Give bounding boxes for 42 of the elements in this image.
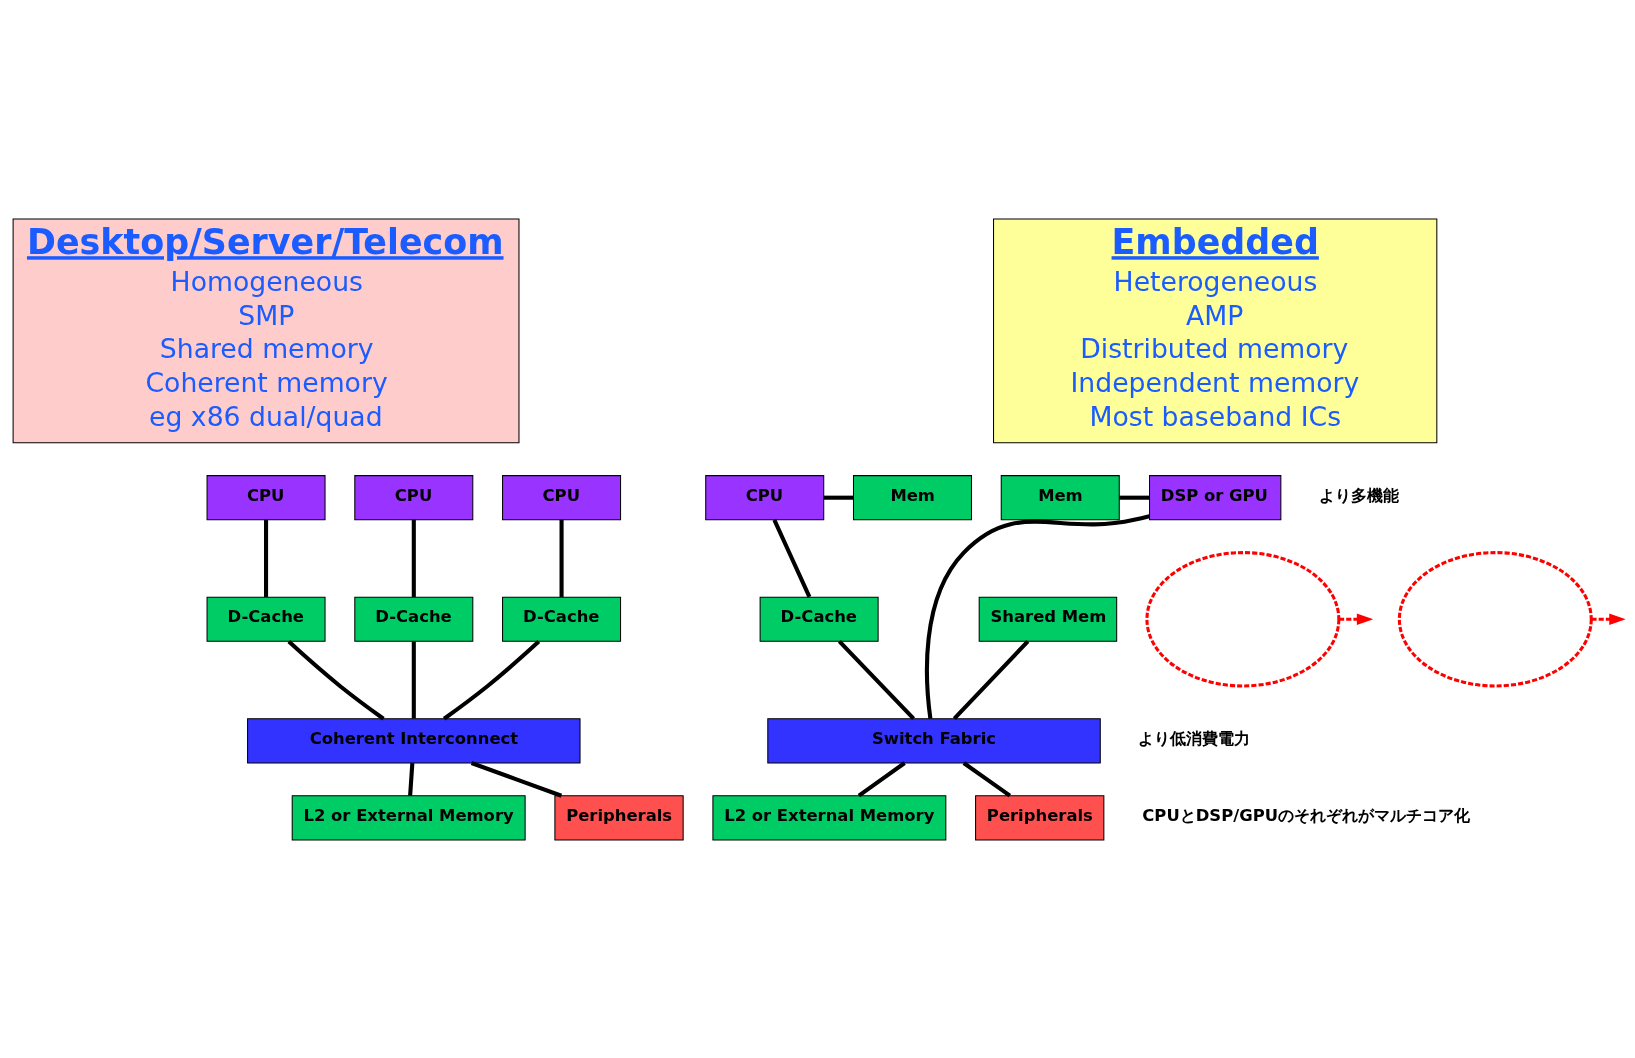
connector xyxy=(1119,495,1150,500)
node-box: Desktop/Server/Telecom Homogeneous SMP Shared memory Coherent memory eg x86 dual/quad xyxy=(12,218,520,443)
node-box: CPU xyxy=(354,474,474,520)
connector xyxy=(411,640,416,719)
node-box: CPU xyxy=(502,474,622,520)
label: より多機能 xyxy=(1319,485,1400,505)
label: CPUとDSP/GPUのそれぞれがマルチコア化 xyxy=(1142,805,1470,825)
arrow xyxy=(1339,613,1374,625)
node-box: CPU xyxy=(705,474,825,520)
node-ellipse xyxy=(1397,550,1593,687)
connector xyxy=(411,519,416,597)
node-box: CPU xyxy=(206,474,326,520)
connector xyxy=(408,762,415,796)
node-ellipse xyxy=(1145,550,1341,687)
node-box: Coherent Interconnect xyxy=(247,717,581,763)
connector xyxy=(470,760,563,798)
node-box: Shared Mem xyxy=(978,596,1118,642)
node-box: Peripherals xyxy=(975,794,1105,840)
node-box: Mem xyxy=(852,474,972,520)
connector xyxy=(857,760,906,797)
node-box: Switch Fabric xyxy=(767,717,1101,763)
node-box: Mem xyxy=(1000,474,1120,520)
node-box: D-Cache xyxy=(354,596,474,642)
connector xyxy=(264,519,269,597)
connector xyxy=(924,513,1150,719)
arrow xyxy=(1591,613,1626,625)
node-box: DSP or GPU xyxy=(1149,474,1282,520)
node-box: D-Cache xyxy=(206,596,326,642)
node-box: Peripherals xyxy=(554,794,684,840)
label: より低消費電力 xyxy=(1138,728,1251,748)
connector xyxy=(442,639,541,720)
node-box: D-Cache xyxy=(759,596,879,642)
node-box: L2 or External Memory xyxy=(291,794,526,840)
connector xyxy=(952,639,1030,720)
node-box: D-Cache xyxy=(502,596,622,642)
connector xyxy=(837,639,916,720)
connector xyxy=(823,495,854,500)
node-box: L2 or External Memory xyxy=(712,794,947,840)
connector xyxy=(559,519,564,597)
connector xyxy=(772,518,812,598)
node-box: Embedded Heterogeneous AMP Distributed memory Independent memory Most baseband ICs xyxy=(993,218,1438,443)
connector xyxy=(287,639,385,720)
